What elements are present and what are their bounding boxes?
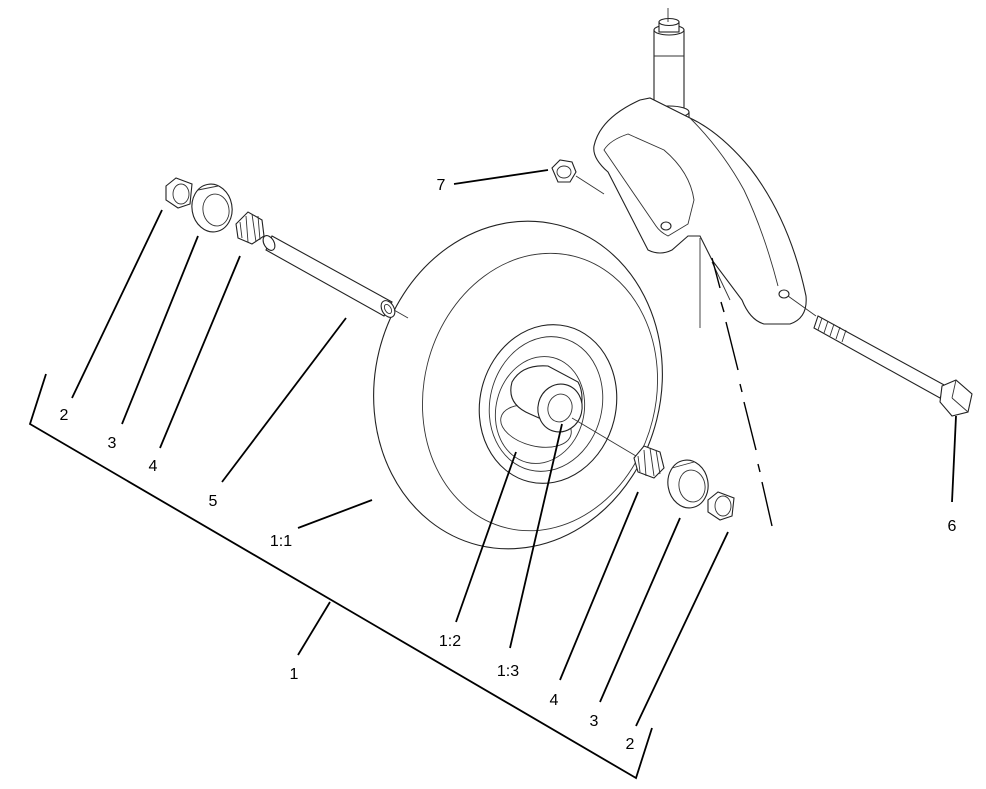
callout-4-right: 4	[549, 692, 559, 709]
axle-tube-icon	[262, 235, 409, 319]
bolt-icon	[787, 295, 973, 417]
nut-icon	[551, 159, 605, 195]
callout-2-right: 2	[625, 736, 635, 753]
callout-1-2: 1:2	[438, 633, 462, 650]
callout-2-left: 2	[59, 407, 69, 424]
wheel-assembly-icon	[373, 220, 663, 550]
callout-7: 7	[436, 177, 446, 194]
center-line	[711, 257, 773, 527]
callout-1-3: 1:3	[496, 663, 520, 680]
bearing-seal-icon	[191, 183, 233, 233]
callout-4-left: 4	[148, 458, 158, 475]
leader-lines	[71, 169, 957, 727]
caster-fork-icon	[593, 8, 807, 328]
tapered-bearing-icon	[633, 445, 665, 479]
spacer-icon	[707, 491, 735, 521]
callout-6: 6	[947, 518, 957, 535]
spacer-icon	[165, 177, 193, 209]
callout-3-left: 3	[107, 435, 117, 452]
callout-1-1: 1:1	[269, 533, 293, 550]
callout-5: 5	[208, 493, 218, 510]
callout-3-right: 3	[589, 713, 599, 730]
bearing-seal-icon	[667, 459, 709, 509]
callout-1: 1	[289, 666, 299, 683]
assembly-bracket	[28, 373, 653, 780]
tapered-bearing-icon	[235, 211, 265, 245]
